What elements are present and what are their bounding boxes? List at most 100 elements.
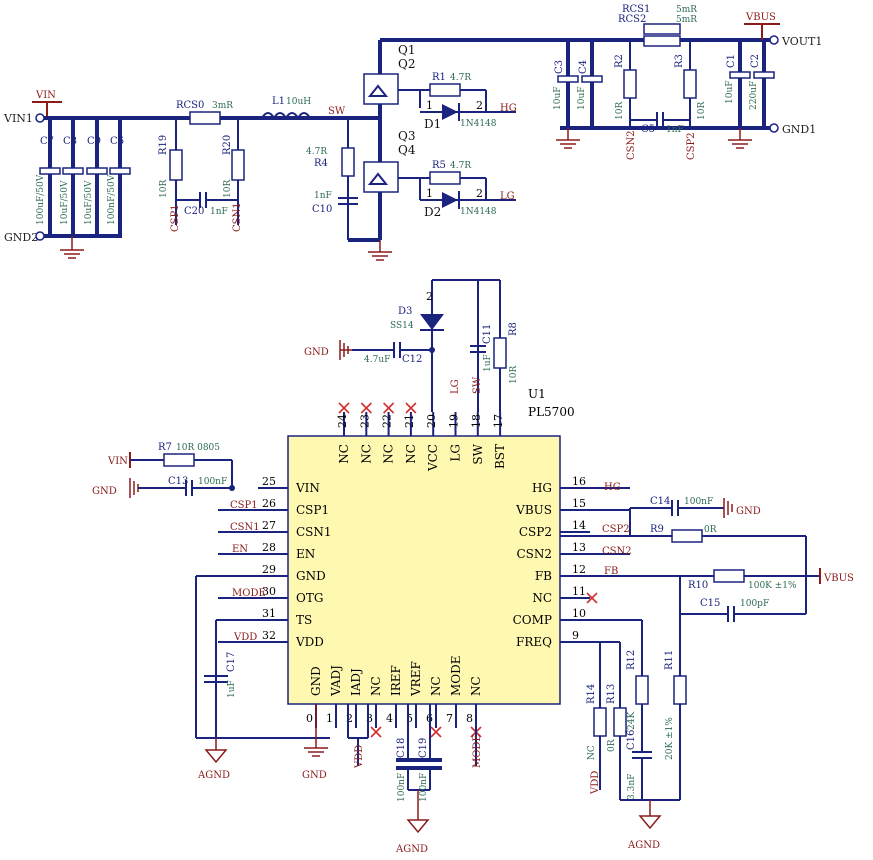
- gnd2-ground-symbol: [60, 236, 84, 259]
- sw-net-top: SW: [328, 106, 346, 117]
- pin-number-15: 15: [572, 497, 586, 510]
- agnd-symbol-right: [638, 815, 662, 830]
- gnd2-port[interactable]: [35, 231, 45, 241]
- d1-pin2: 2: [476, 99, 483, 112]
- r13-resistor: [613, 707, 627, 737]
- csn1-net-top: CSN1: [232, 202, 243, 232]
- pin-number-30: 30: [262, 585, 276, 598]
- pin-name-23: NC: [359, 444, 373, 464]
- c18-ref: C18: [396, 738, 407, 758]
- pin-number-26: 26: [262, 497, 276, 510]
- nc-mark-11: [586, 592, 598, 604]
- c6-ref: C6: [110, 136, 124, 147]
- fb-net: FB: [604, 566, 618, 577]
- r5-resistor: [429, 171, 461, 185]
- c14-ground-symbol: [723, 498, 733, 518]
- r9-ref: R9: [650, 524, 664, 535]
- d2-pin1: 1: [426, 187, 433, 200]
- r8-resistor: [493, 337, 507, 369]
- pin-name-22: NC: [382, 444, 396, 464]
- c16-value: 3.3nF: [627, 774, 637, 800]
- pin-name-5: VREF: [409, 661, 423, 697]
- c3-ref: C3: [554, 60, 565, 74]
- u1-part: PL5700: [528, 405, 575, 419]
- c5-ref: C5: [641, 124, 655, 135]
- c17-value: 1uF: [227, 680, 237, 698]
- c17-ref: C17: [226, 652, 237, 672]
- pin-name-1: VADJ: [329, 665, 343, 697]
- c8-value: 10uF/50V: [60, 180, 70, 225]
- r10-ref: R10: [688, 580, 708, 591]
- pin-name-16: HG: [532, 481, 552, 495]
- pin-number-3: 3: [366, 712, 373, 725]
- r3-value: 10R: [697, 102, 707, 120]
- c11-ref: C11: [482, 324, 493, 344]
- r8-ref: R8: [508, 322, 519, 336]
- gnd1-port[interactable]: [769, 123, 779, 133]
- r7-value: 10R 0805: [176, 443, 220, 453]
- c1-symbol: [729, 71, 751, 79]
- pin-number-23: 23: [358, 414, 371, 428]
- r9-value: 0R: [704, 525, 717, 535]
- gnd-label-bottom: GND: [302, 770, 327, 781]
- pin-name-30: OTG: [296, 591, 323, 605]
- rcs2-ref: RCS2: [618, 14, 646, 25]
- l1-ref: L1: [272, 96, 285, 107]
- pin-name-4: IREF: [389, 665, 403, 696]
- c4-ref: C4: [578, 60, 589, 74]
- vdd-net-right: VDD: [590, 771, 601, 795]
- hg-net-top: HG: [500, 103, 517, 114]
- vin1-port[interactable]: [35, 113, 45, 123]
- r3-resistor: [683, 69, 697, 99]
- agnd-label-right: AGND: [627, 840, 660, 851]
- csp2-net-top: CSP2: [686, 132, 697, 160]
- r4-value: 4.7R: [306, 147, 327, 157]
- r4-ref: R4: [314, 158, 328, 169]
- c20-ref: C20: [184, 206, 204, 217]
- pin-number-14: 14: [572, 519, 586, 532]
- r20-resistor: [231, 149, 245, 181]
- c14-value: 100nF: [684, 497, 713, 507]
- pin-number-18: 18: [470, 414, 483, 428]
- c16-ref: C16: [626, 730, 637, 750]
- c19-ref: C19: [418, 738, 429, 758]
- rcs1-ref: RCS1: [622, 4, 650, 15]
- input-capacitor-bank: C7 C8 C9 C6 100uF/50V 10uF/50V 10uF/50V …: [36, 118, 131, 236]
- c13-value: 100nF: [198, 477, 227, 487]
- r20-value: 10R: [223, 180, 233, 198]
- r1-resistor: [429, 83, 461, 97]
- pin-name-12: FB: [535, 569, 552, 583]
- d3-ref: D3: [398, 306, 412, 317]
- l1-value: 10uH: [286, 97, 311, 107]
- rcs1-resistor: [643, 23, 681, 35]
- r2-ref: R2: [614, 54, 625, 68]
- sw-net-bottom: SW: [472, 376, 483, 394]
- d1-pin1: 1: [426, 99, 433, 112]
- r1-value: 4.7R: [450, 73, 471, 83]
- pin-number-16: 16: [572, 475, 586, 488]
- r14-resistor: [593, 707, 607, 737]
- r13-value: 0R: [607, 739, 617, 752]
- gnd-net-c12: GND: [304, 347, 329, 358]
- vout1-port[interactable]: [769, 35, 779, 45]
- csp1-net-bottom: CSP1: [230, 500, 258, 511]
- pin-number-25: 25: [262, 475, 276, 488]
- lg-net-top: LG: [500, 191, 515, 202]
- c12-value: 4.7uF: [364, 355, 390, 365]
- r14-ref: R14: [586, 684, 597, 704]
- nc-mark-21: [405, 402, 417, 414]
- r2-value: 10R: [615, 102, 625, 120]
- c7-ref: C7: [40, 136, 54, 147]
- c8-symbol: [62, 167, 84, 175]
- pin-name-3: NC: [369, 676, 383, 696]
- c1-value: 10uF: [725, 81, 735, 105]
- pin-number-0: 0: [306, 712, 313, 725]
- r20-ref: R20: [222, 135, 233, 155]
- pin-name-20: VCC: [426, 444, 440, 472]
- gnd-net-c13: GND: [92, 486, 117, 497]
- pin-name-19: LG: [449, 444, 463, 462]
- pin-number-12: 12: [572, 563, 586, 576]
- r10-value: 100K ±1%: [748, 581, 797, 591]
- r7-ref: R7: [158, 442, 172, 453]
- c15-ref: C15: [700, 598, 720, 609]
